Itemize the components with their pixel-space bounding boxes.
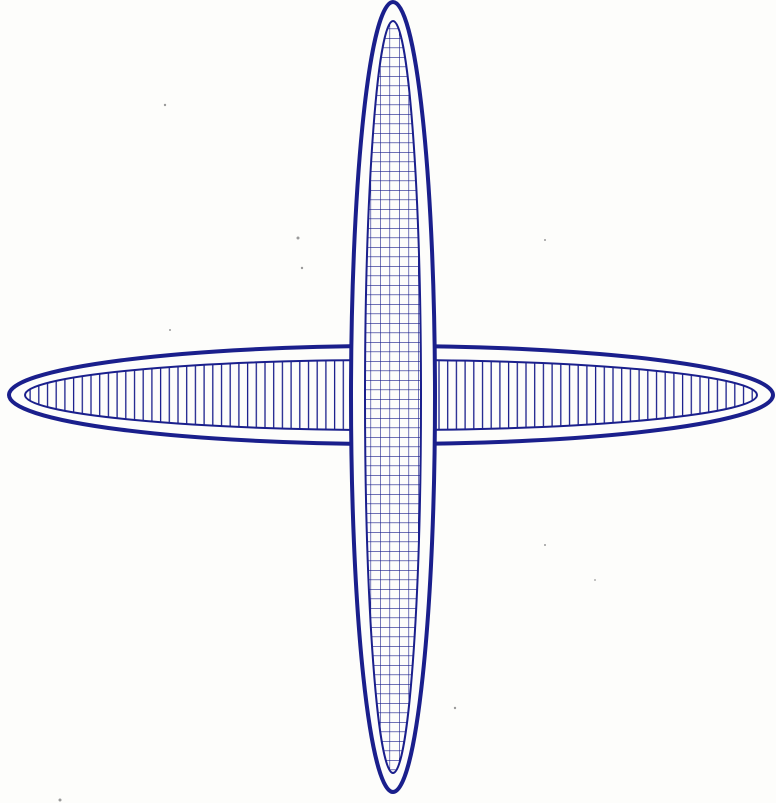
vertical-ellipse (351, 2, 435, 792)
background-specks (59, 104, 596, 802)
